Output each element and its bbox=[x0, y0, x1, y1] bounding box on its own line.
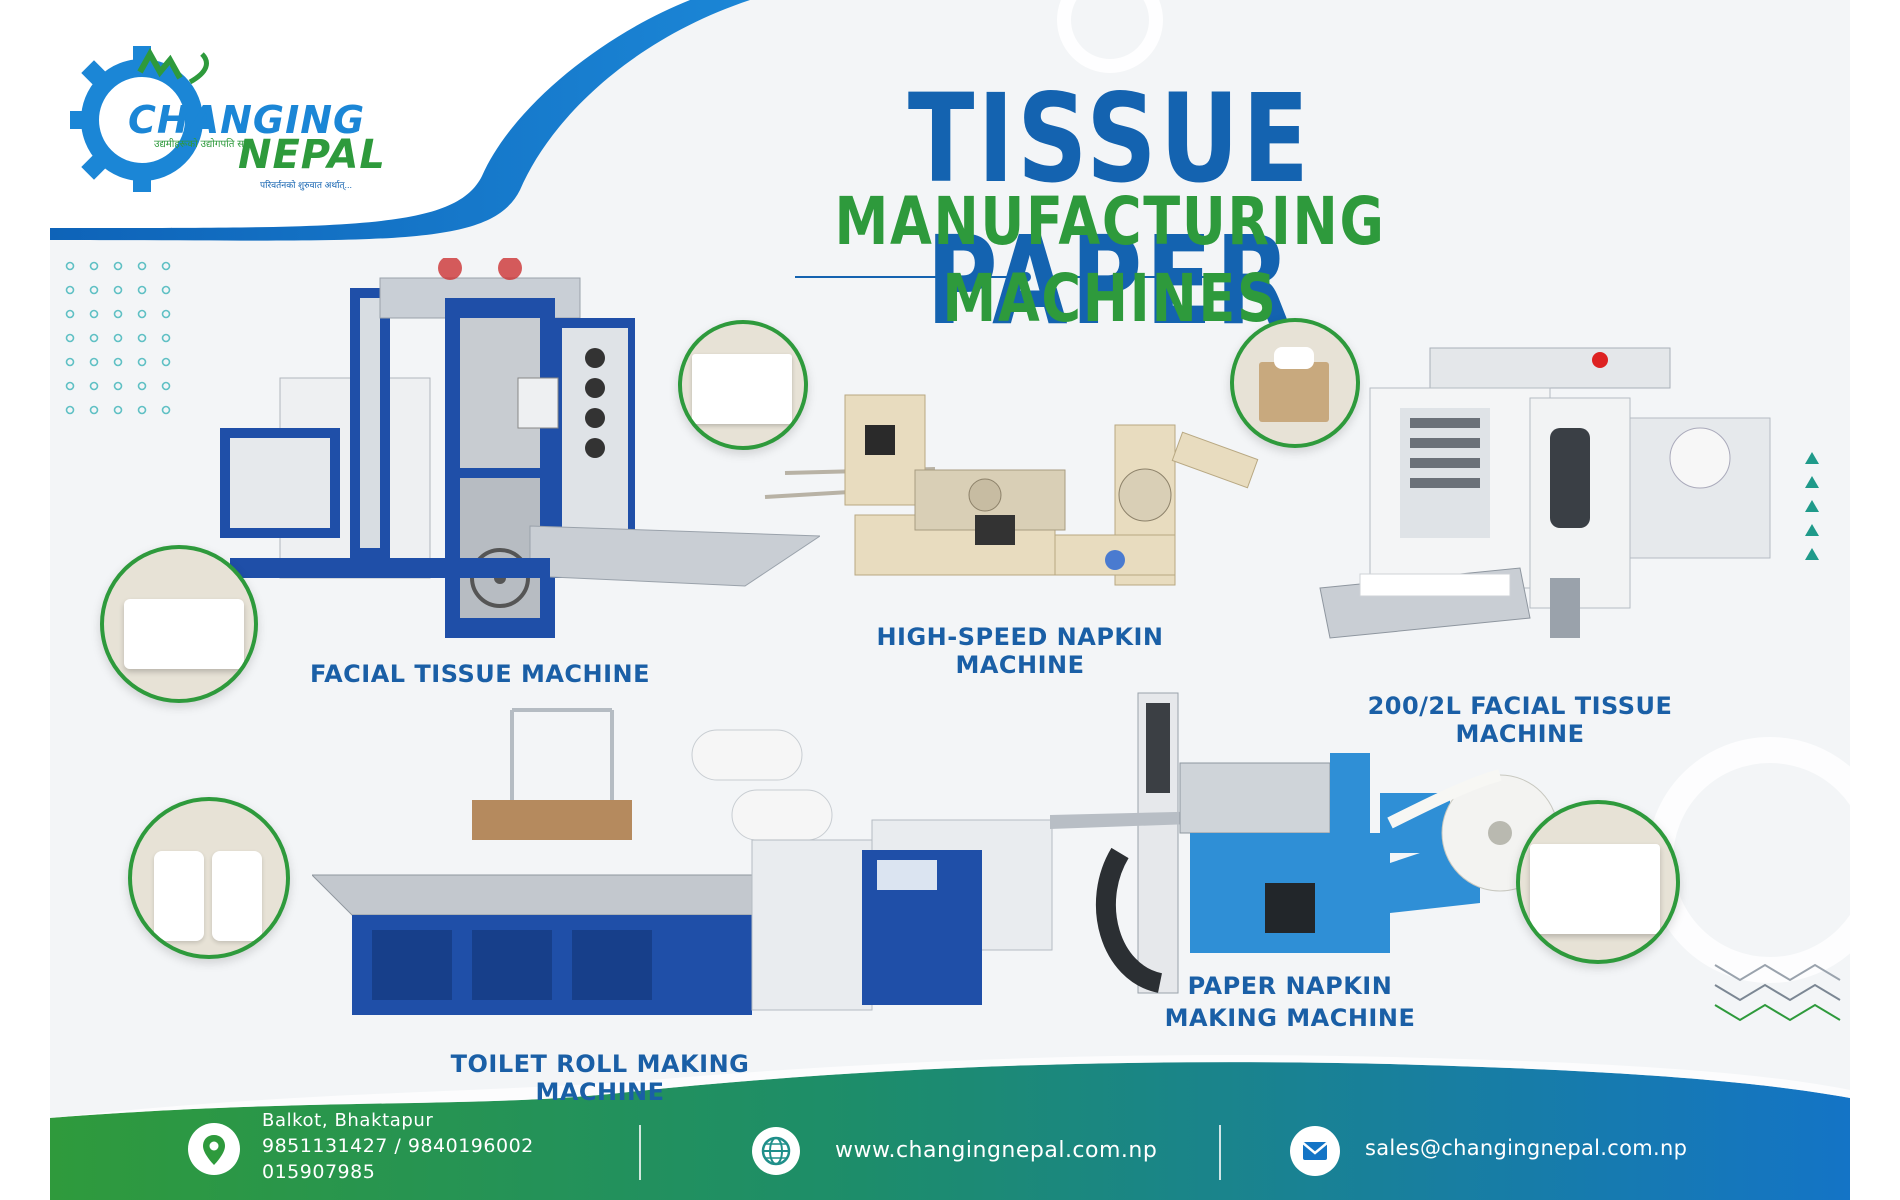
deco-dot bbox=[137, 357, 147, 367]
header-blue-swoosh bbox=[50, 0, 750, 241]
deco-dot bbox=[137, 381, 147, 391]
deco-dot bbox=[89, 261, 99, 271]
deco-dot bbox=[113, 285, 123, 295]
footer-email[interactable]: sales@changingnepal.com.np bbox=[1365, 1136, 1688, 1160]
facial-tissue-200-2l-machine-image bbox=[1319, 347, 1771, 639]
tissue-box-image bbox=[124, 599, 244, 669]
deco-dot bbox=[137, 285, 147, 295]
paper-napkin-machine-label-line1: PAPER NAPKIN bbox=[1187, 972, 1393, 1000]
high-speed-napkin-machine-label: HIGH-SPEED NAPKIN MACHINE bbox=[876, 623, 1164, 679]
paper-napkin-machine-label-line2: MAKING MACHINE bbox=[1164, 1004, 1416, 1032]
tissue-box-product-circle bbox=[1230, 318, 1360, 448]
deco-dot bbox=[137, 405, 147, 415]
napkin-stack-image bbox=[692, 354, 792, 424]
deco-dot bbox=[113, 357, 123, 367]
deco-dot bbox=[113, 309, 123, 319]
deco-zigzag bbox=[1714, 983, 1841, 1002]
deco-dot bbox=[65, 261, 75, 271]
deco-dot bbox=[89, 405, 99, 415]
header-white-panel bbox=[50, 0, 690, 233]
tissue-pop-image bbox=[1274, 347, 1314, 369]
gear-logo-icon bbox=[70, 46, 210, 192]
globe-icon bbox=[752, 1127, 800, 1175]
facial-tissue-product-circle bbox=[100, 545, 258, 703]
deco-triangles bbox=[1805, 452, 1819, 560]
footer-website[interactable]: www.changingnepal.com.np bbox=[835, 1138, 1158, 1163]
facial-tissue-machine-label: FACIAL TISSUE MACHINE bbox=[309, 660, 651, 688]
deco-dot bbox=[89, 285, 99, 295]
deco-dot bbox=[65, 285, 75, 295]
deco-ring bbox=[1057, 0, 1163, 73]
deco-dot bbox=[113, 405, 123, 415]
paper-napkin-product-circle bbox=[1516, 800, 1680, 964]
toilet-roll-product-circle bbox=[128, 797, 290, 959]
deco-dot bbox=[137, 261, 147, 271]
deco-dot bbox=[161, 261, 171, 271]
brand-name-line1: CHANGING bbox=[128, 98, 366, 142]
facial-tissue-200-2l-machine-label: 200/2L FACIAL TISSUE MACHINE bbox=[1367, 692, 1673, 748]
deco-dot bbox=[89, 381, 99, 391]
napkin-stack-product-circle bbox=[678, 320, 808, 450]
deco-dot bbox=[161, 309, 171, 319]
page-subtitle: MANUFACTURING MACHINES bbox=[834, 183, 1386, 337]
footer-landline[interactable]: 015907985 bbox=[262, 1161, 376, 1183]
brand-tagline1: उद्यमीहरूको उद्योगपति सम्म bbox=[154, 139, 253, 150]
deco-dot bbox=[113, 333, 123, 343]
deco-dot bbox=[161, 357, 171, 367]
title-divider-dot bbox=[1021, 272, 1031, 282]
poster: CHANGING NEPAL उद्यमीहरूको उद्योगपति सम्… bbox=[50, 0, 1850, 1200]
deco-zigzag bbox=[1714, 1003, 1841, 1022]
background-graphics bbox=[50, 0, 1850, 1200]
deco-dot bbox=[161, 333, 171, 343]
paper-napkin-image bbox=[1530, 844, 1660, 934]
brand-tagline2: परिवर्तनको शुरुवात अर्थात्... bbox=[260, 180, 353, 190]
deco-dot bbox=[65, 357, 75, 367]
deco-dot bbox=[89, 357, 99, 367]
deco-zigzag bbox=[1714, 963, 1841, 982]
footer-band bbox=[50, 1062, 1850, 1200]
deco-dot bbox=[65, 309, 75, 319]
footer-highlight bbox=[50, 1054, 1850, 1118]
toilet-roll-image bbox=[154, 851, 204, 941]
deco-dot bbox=[113, 381, 123, 391]
deco-dot bbox=[113, 261, 123, 271]
location-pin-icon bbox=[188, 1123, 240, 1175]
footer-address: Balkot, Bhaktapur bbox=[262, 1110, 434, 1131]
toilet-roll-image bbox=[212, 851, 262, 941]
deco-dot bbox=[65, 333, 75, 343]
toilet-roll-machine-image bbox=[312, 708, 1053, 1015]
toilet-roll-machine-label: TOILET ROLL MAKING MACHINE bbox=[450, 1050, 750, 1106]
deco-dot bbox=[65, 381, 75, 391]
deco-dot bbox=[161, 381, 171, 391]
high-speed-napkin-machine-image bbox=[764, 394, 1259, 586]
deco-dot bbox=[137, 333, 147, 343]
facial-tissue-machine-image bbox=[220, 258, 820, 638]
deco-dot bbox=[161, 285, 171, 295]
email-icon bbox=[1290, 1126, 1340, 1176]
brand-name-line2: NEPAL bbox=[238, 132, 386, 178]
deco-dot bbox=[65, 405, 75, 415]
deco-ring bbox=[1647, 737, 1850, 983]
page-title: TISSUE PAPER bbox=[907, 68, 1313, 352]
deco-dot bbox=[161, 405, 171, 415]
footer-phones[interactable]: 9851131427 / 9840196002 bbox=[262, 1135, 534, 1157]
deco-dot bbox=[89, 309, 99, 319]
brand-logo: CHANGING NEPAL उद्यमीहरूको उद्योगपति सम्… bbox=[70, 28, 410, 208]
deco-dot-grid bbox=[65, 261, 171, 415]
kraft-tissue-box-image bbox=[1259, 362, 1329, 422]
deco-dot bbox=[137, 309, 147, 319]
deco-dot bbox=[89, 333, 99, 343]
